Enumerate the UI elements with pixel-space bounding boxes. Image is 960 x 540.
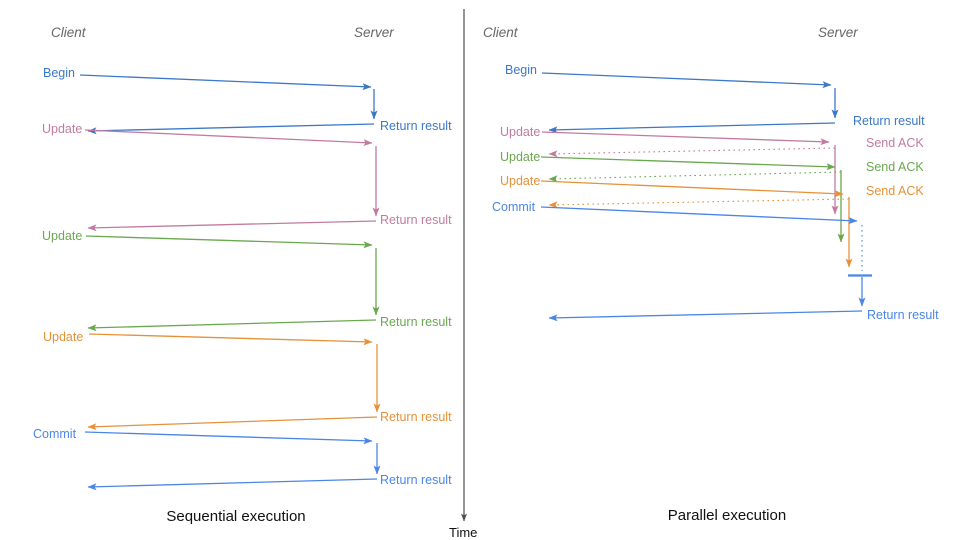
message-label: Begin (43, 66, 75, 80)
return-label: Return result (380, 119, 452, 133)
seq-message-begin: Begin Return result (43, 66, 452, 135)
response-arrow (548, 310, 863, 322)
time-axis: Time (449, 9, 477, 540)
return-label: Send ACK (866, 184, 924, 198)
client-column-label: Client (483, 25, 519, 40)
message-label: Commit (492, 200, 536, 214)
server-column-label: Server (818, 25, 858, 40)
time-axis-label: Time (449, 525, 477, 540)
message-label: Update (500, 150, 540, 164)
message-label: Update (500, 125, 540, 139)
return-label: Return result (380, 315, 452, 329)
request-arrow (541, 131, 830, 146)
server-column-label: Server (354, 25, 394, 40)
request-arrow (85, 235, 373, 249)
request-arrow (88, 333, 373, 346)
par-message-commit: Commit Return result (492, 200, 939, 322)
client-column-label: Client (51, 25, 87, 40)
sequential-title: Sequential execution (166, 508, 305, 525)
response-arrow (87, 319, 377, 332)
seq-message-update1: Update Return result (42, 122, 452, 232)
request-arrow (541, 72, 832, 89)
response-arrow (87, 416, 378, 431)
response-arrow (87, 220, 377, 232)
return-label: Send ACK (866, 160, 924, 174)
par-message-begin: Begin Return result (505, 63, 925, 134)
message-label: Update (42, 229, 82, 243)
seq-message-update3: Update Return result (43, 330, 452, 431)
ack-dotted-arrow (548, 198, 850, 209)
request-arrow (540, 206, 858, 225)
request-arrow (540, 156, 836, 171)
ack-dotted-arrow (548, 171, 842, 183)
response-arrow (548, 122, 836, 134)
parallel-title: Parallel execution (668, 507, 786, 524)
return-label: Send ACK (866, 136, 924, 150)
request-arrow (79, 74, 372, 91)
return-label: Return result (380, 473, 452, 487)
return-label: Return result (867, 308, 939, 322)
message-label: Update (500, 174, 540, 188)
par-message-update2: Update Send ACK (500, 150, 924, 243)
response-arrow (87, 478, 378, 491)
request-arrow (84, 129, 373, 147)
message-label: Commit (33, 427, 77, 441)
return-label: Return result (853, 114, 925, 128)
message-label: Update (43, 330, 83, 344)
ack-dotted-arrow (548, 147, 836, 158)
seq-message-update2: Update Return result (42, 229, 452, 332)
sequential-diagram: Client Server Begin Return result Update… (33, 25, 452, 525)
message-label: Update (42, 122, 82, 136)
parallel-diagram: Client Server Begin Return result Update… (483, 25, 939, 524)
seq-message-commit: Commit Return result (33, 427, 452, 491)
par-message-update1: Update Send ACK (500, 125, 924, 215)
request-arrow (540, 180, 844, 198)
response-arrow (87, 123, 375, 135)
message-label: Begin (505, 63, 537, 77)
par-message-update3: Update Send ACK (500, 174, 924, 268)
return-label: Return result (380, 410, 452, 424)
request-arrow (84, 431, 373, 445)
return-label: Return result (380, 213, 452, 227)
